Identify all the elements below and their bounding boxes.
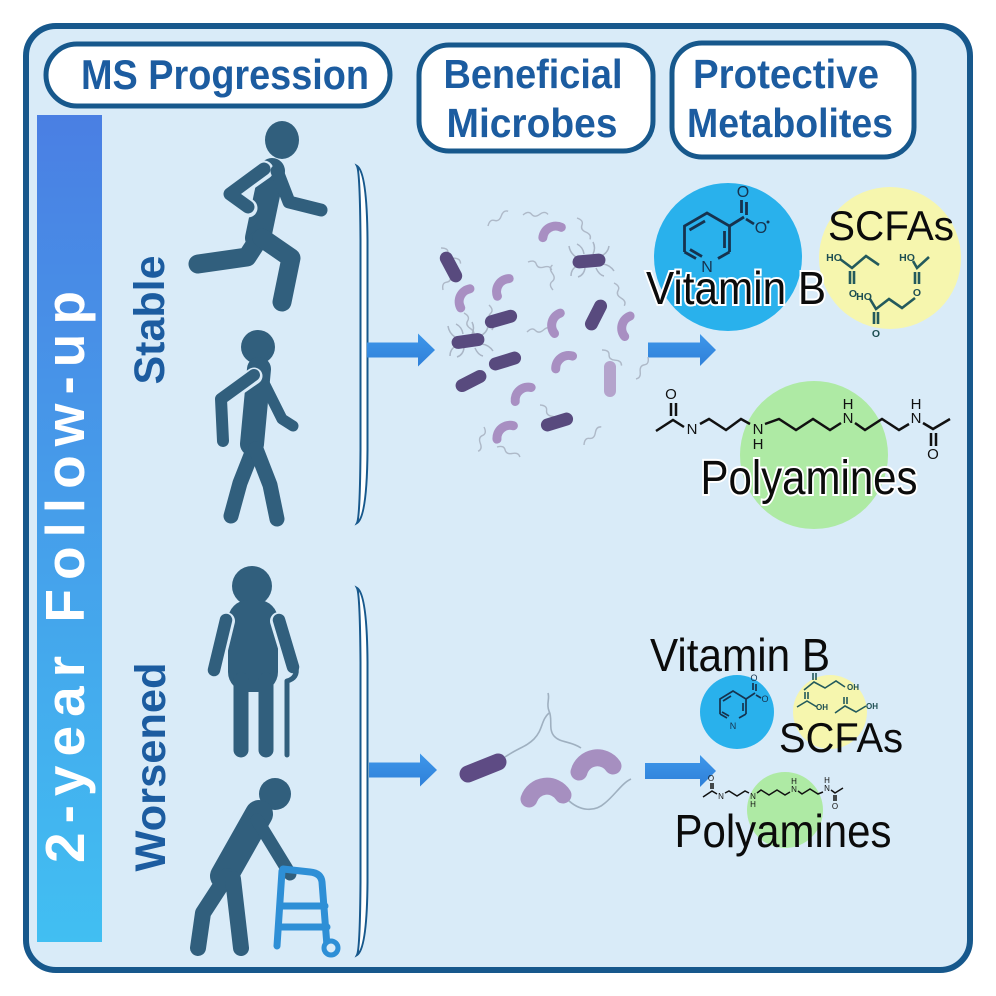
svg-text:O: O [750,673,757,683]
svg-text:H: H [753,436,764,453]
svg-text:N: N [791,785,797,794]
svg-text:Stable: Stable [126,256,174,385]
svg-text:H: H [750,800,756,809]
svg-text:N: N [718,792,724,801]
svg-text:Vitamin B: Vitamin B [650,629,830,681]
svg-text:HO: HO [856,291,872,303]
svg-text:SCFAs: SCFAs [828,202,954,249]
svg-text:OH: OH [866,702,878,711]
svg-text:HO: HO [899,252,915,264]
svg-text:O: O [761,694,768,704]
svg-text:O: O [832,802,838,811]
svg-text:O: O [849,288,857,300]
svg-text:Protective: Protective [693,51,879,97]
svg-text:Worsened: Worsened [127,663,175,872]
svg-text:N: N [701,259,713,276]
svg-text:O: O [872,328,880,340]
svg-text:O: O [755,220,767,237]
svg-text:Metabolites: Metabolites [687,100,893,146]
svg-text:N: N [843,410,854,427]
svg-text:Polyamines: Polyamines [701,452,918,505]
svg-text:2-year Follow-up: 2-year Follow-up [34,291,96,863]
svg-text:O: O [708,774,714,783]
svg-text:O: O [913,287,921,299]
svg-text:H: H [911,396,922,413]
svg-text:Microbes: Microbes [447,100,618,146]
svg-text:O: O [737,184,749,201]
svg-text:N: N [753,421,764,438]
svg-text:OH: OH [847,683,859,692]
svg-text:MS Progression: MS Progression [81,51,369,98]
svg-text:HO: HO [826,252,842,264]
svg-text:Polyamines: Polyamines [675,805,892,857]
svg-text:N: N [750,792,756,801]
svg-text:N: N [730,721,737,731]
svg-text:H: H [843,396,854,413]
svg-text:H: H [791,777,797,786]
svg-text:O: O [665,386,677,403]
svg-text:H: H [824,776,830,785]
svg-text:N: N [824,784,830,793]
svg-text:N: N [687,421,698,438]
svg-text:Vitamin B: Vitamin B [646,262,826,314]
svg-text:Beneficial: Beneficial [444,51,623,97]
svg-text:O: O [927,446,939,463]
svg-text:OH: OH [816,703,828,712]
svg-text:SCFAs: SCFAs [779,714,903,761]
svg-text:N: N [911,410,922,427]
